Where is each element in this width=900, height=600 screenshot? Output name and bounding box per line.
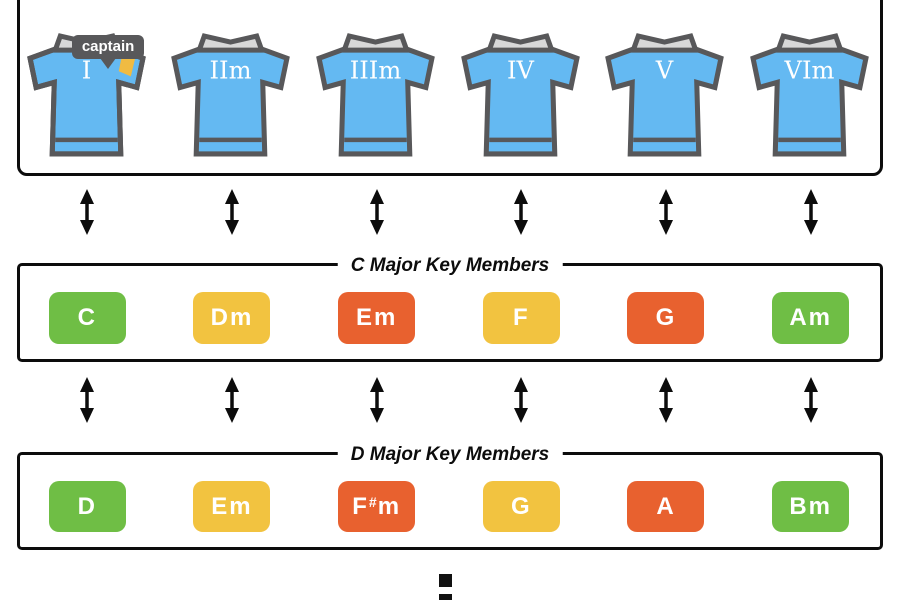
d-major-box: D Major Key Members (17, 442, 883, 550)
jersey-numeral: IIIm (350, 56, 402, 84)
up-down-arrow-icon (224, 377, 239, 423)
chord-chip-label: Bm (789, 492, 832, 520)
captain-tag: captain (71, 35, 145, 69)
jersey-icon: VIm (750, 33, 869, 157)
up-down-arrow-icon (803, 189, 818, 235)
jersey-IV: IV (460, 32, 582, 161)
jersey-numeral: V (655, 56, 674, 84)
jersey-numeral: VIm (784, 56, 835, 84)
chord-chip-label: F#m (352, 492, 402, 520)
chord-chip-d: D (48, 481, 126, 532)
d-major-chip-row: D Em F#m G A Bm (15, 481, 883, 532)
d-major-box-title: D Major Key Members (337, 442, 563, 468)
jersey-IIm: IIm (171, 32, 292, 161)
captain-tag-label: captain (81, 38, 135, 55)
c-major-box: C Major Key Members (17, 253, 883, 362)
chord-chip-label: A (656, 492, 676, 520)
up-down-arrow-icon (224, 189, 239, 235)
chord-chip-label: Dm (210, 304, 254, 331)
chord-chip-label: Em (211, 492, 253, 520)
up-down-arrow-icon (514, 189, 529, 235)
chord-chip-fsm: F#m (338, 481, 416, 532)
up-down-arrow-icon (658, 189, 673, 235)
chord-chip-c: C (48, 292, 126, 344)
arrow-row-1 (15, 189, 883, 236)
chord-chip-dm: Dm (193, 292, 271, 344)
chord-chip-a: A (627, 481, 705, 532)
chord-chip-f: F (482, 292, 560, 344)
jersey-I: captain I (26, 32, 148, 161)
vertical-ellipsis-icon (439, 574, 452, 600)
up-down-arrow-icon (80, 377, 95, 423)
jersey-icon: IIm (171, 33, 291, 157)
up-down-arrow-icon (369, 189, 384, 235)
ellipsis-dot (439, 574, 452, 587)
up-down-arrow-icon (80, 189, 95, 235)
chord-chip-label: Em (355, 304, 398, 331)
chord-chip-label: G (510, 492, 532, 520)
jersey-icon: V (605, 33, 725, 157)
up-down-arrow-icon (658, 377, 673, 423)
jersey-IIIm: IIIm (316, 32, 437, 161)
jersey-numeral: I (82, 56, 92, 84)
chord-chip-em2: Em (193, 481, 271, 532)
chord-chip-label: F (512, 304, 530, 331)
jersey-V: V (605, 32, 726, 161)
chord-chip-em: Em (338, 292, 416, 344)
chord-chip-label: C (77, 304, 97, 331)
c-major-chip-row: C Dm Em F G Am (15, 292, 883, 344)
jersey-numeral: IV (507, 56, 535, 84)
chord-chip-g: G (627, 292, 705, 344)
captain-tag-pointer-icon (100, 58, 117, 69)
chord-chip-label: Am (789, 304, 832, 331)
jersey-icon: IV (460, 33, 580, 157)
chord-chip-label: D (77, 492, 97, 520)
chord-chip-bm: Bm (772, 481, 850, 532)
up-down-arrow-icon (369, 377, 384, 423)
chord-chip-g2: G (482, 481, 560, 532)
jersey-icon: IIIm (316, 33, 435, 157)
up-down-arrow-icon (803, 377, 818, 423)
chord-chip-label: G (655, 304, 677, 331)
arrow-row-2 (15, 377, 883, 424)
ellipsis-dot (439, 594, 452, 600)
jersey-numeral: IIm (210, 56, 252, 84)
chord-chip-am: Am (772, 292, 850, 344)
jersey-row: captain I IIm (15, 32, 883, 161)
jersey-VIm: VIm (750, 32, 871, 161)
roman-numeral-box (17, 0, 883, 176)
c-major-box-title: C Major Key Members (337, 253, 563, 279)
up-down-arrow-icon (514, 377, 529, 423)
